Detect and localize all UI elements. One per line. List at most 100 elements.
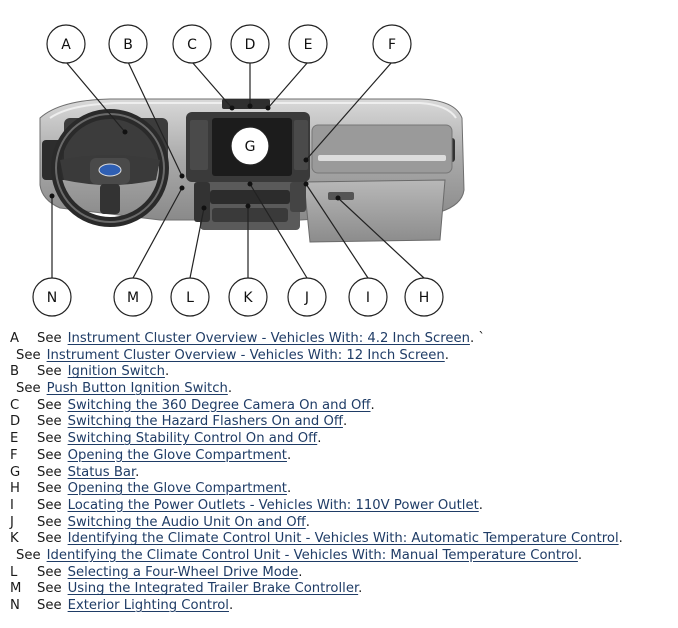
legend-row: D See Switching the Hazard Flashers On and… <box>8 414 676 431</box>
legend-suffix: . <box>228 598 234 613</box>
callout-a <box>46 24 86 64</box>
callout-b <box>108 24 148 64</box>
legend-link[interactable]: Exterior Lighting Control <box>67 598 229 613</box>
callout-m-label: M <box>127 290 139 306</box>
see-label: See <box>37 497 62 513</box>
legend-row: G See Status Bar. <box>8 465 676 482</box>
callout-i <box>348 277 388 317</box>
legend-suffix: . <box>317 431 322 447</box>
legend-link[interactable]: Status Bar <box>67 464 136 480</box>
see-label: See <box>16 347 41 363</box>
see-label: See <box>37 464 62 480</box>
callout-m <box>113 277 153 317</box>
legend-row: See Push Button Ignition Switch. <box>8 381 676 398</box>
legend-suffix: . <box>135 464 140 480</box>
see-label: See <box>16 381 41 397</box>
callout-n <box>32 277 72 317</box>
see-label: See <box>37 514 62 530</box>
legend-link[interactable]: Instrument Cluster Overview - Vehicles W… <box>67 331 470 346</box>
legend-key: K <box>10 531 19 547</box>
legend-link[interactable]: Switching the Audio Unit On and Off <box>67 514 306 530</box>
legend-key: D <box>10 414 21 430</box>
callout-d-label: D <box>245 37 256 53</box>
see-label: See <box>16 547 41 563</box>
callout-g-label: G <box>245 139 256 155</box>
legend-suffix: . <box>577 547 583 563</box>
leader-dots <box>49 103 341 211</box>
callout-g <box>230 126 270 166</box>
legend-suffix: . <box>342 414 348 430</box>
steering-wheel-icon <box>51 109 169 227</box>
legend-link[interactable]: Identifying the Climate Control Unit - V… <box>46 547 578 563</box>
legend-key: B <box>10 364 20 380</box>
callout-b-label: B <box>123 37 133 53</box>
legend-suffix: . <box>227 381 233 397</box>
legend-row: See Instrument Cluster Overview - Vehicle… <box>8 348 676 365</box>
legend-link[interactable]: Ignition Switch <box>67 364 165 380</box>
legend-link[interactable]: Switching the Hazard Flashers On and Off <box>67 414 343 430</box>
legend-suffix: . <box>305 514 310 530</box>
legend-key: H <box>10 481 20 497</box>
callout-l <box>170 277 210 317</box>
see-label: See <box>37 447 62 463</box>
callout-f <box>372 24 412 64</box>
legend-row: J See Switching the Audio Unit On and Off. <box>8 515 676 532</box>
legend-key: A <box>10 331 20 346</box>
see-label: See <box>37 481 62 497</box>
legend-row: A See Instrument Cluster Overview - Vehicl… <box>8 331 676 348</box>
legend-link[interactable]: Using the Integrated Trailer Brake Contr… <box>67 581 359 597</box>
callout-e-label: E <box>304 37 313 53</box>
legend-key: I <box>10 497 14 513</box>
legend-suffix: . <box>164 364 170 380</box>
legend-key: G <box>10 464 21 480</box>
callout-d <box>230 24 270 64</box>
callout-k <box>228 277 268 317</box>
legend-link[interactable]: Selecting a Four-Wheel Drive Mode <box>67 564 299 580</box>
legend-key: C <box>10 397 20 413</box>
legend-key: L <box>10 564 18 580</box>
see-label: See <box>37 598 62 613</box>
callout-k-label: K <box>243 290 253 306</box>
legend-link[interactable]: Instrument Cluster Overview - Vehicles W… <box>46 347 445 363</box>
legend-key: F <box>10 447 18 463</box>
legend-link[interactable]: Opening the Glove Compartment <box>67 481 287 497</box>
legend-key: E <box>10 431 19 447</box>
legend-row: I See Locating the Power Outlets - Vehicle… <box>8 498 676 515</box>
legend-link[interactable]: Identifying the Climate Control Unit - V… <box>67 531 619 547</box>
see-label: See <box>37 364 62 380</box>
legend-link[interactable]: Push Button Ignition Switch <box>46 381 228 397</box>
legend-suffix: . ` <box>469 331 485 346</box>
legend-row: H See Opening the Glove Compartment. <box>8 481 676 498</box>
callout-c-label: C <box>187 37 197 53</box>
see-label: See <box>37 331 62 346</box>
legend-suffix: . <box>370 397 375 413</box>
callout-j <box>287 277 327 317</box>
callout-j-label: J <box>304 290 309 306</box>
legend-link[interactable]: Opening the Glove Compartment <box>67 447 287 463</box>
see-label: See <box>37 414 62 430</box>
legend-row: B See Ignition Switch. <box>8 364 676 381</box>
legend-suffix: . <box>478 497 483 513</box>
callout-i-label: I <box>366 290 370 306</box>
callout-e <box>288 24 328 64</box>
legend-suffix: . <box>358 581 363 597</box>
legend-suffix: . <box>286 481 292 497</box>
legend-link[interactable]: Switching the 360 Degree Camera On and O… <box>67 397 371 413</box>
callout-n-label: N <box>47 290 57 306</box>
callout-a-label: A <box>61 37 71 53</box>
legend-link[interactable]: Locating the Power Outlets - Vehicles Wi… <box>67 497 479 513</box>
legend-suffix: . <box>444 347 449 363</box>
legend-key: J <box>10 514 14 530</box>
callout-h <box>404 277 444 317</box>
legend-link[interactable]: Switching Stability Control On and Off <box>67 431 318 447</box>
leader-lines <box>51 61 425 279</box>
callout-h-label: H <box>419 290 430 306</box>
